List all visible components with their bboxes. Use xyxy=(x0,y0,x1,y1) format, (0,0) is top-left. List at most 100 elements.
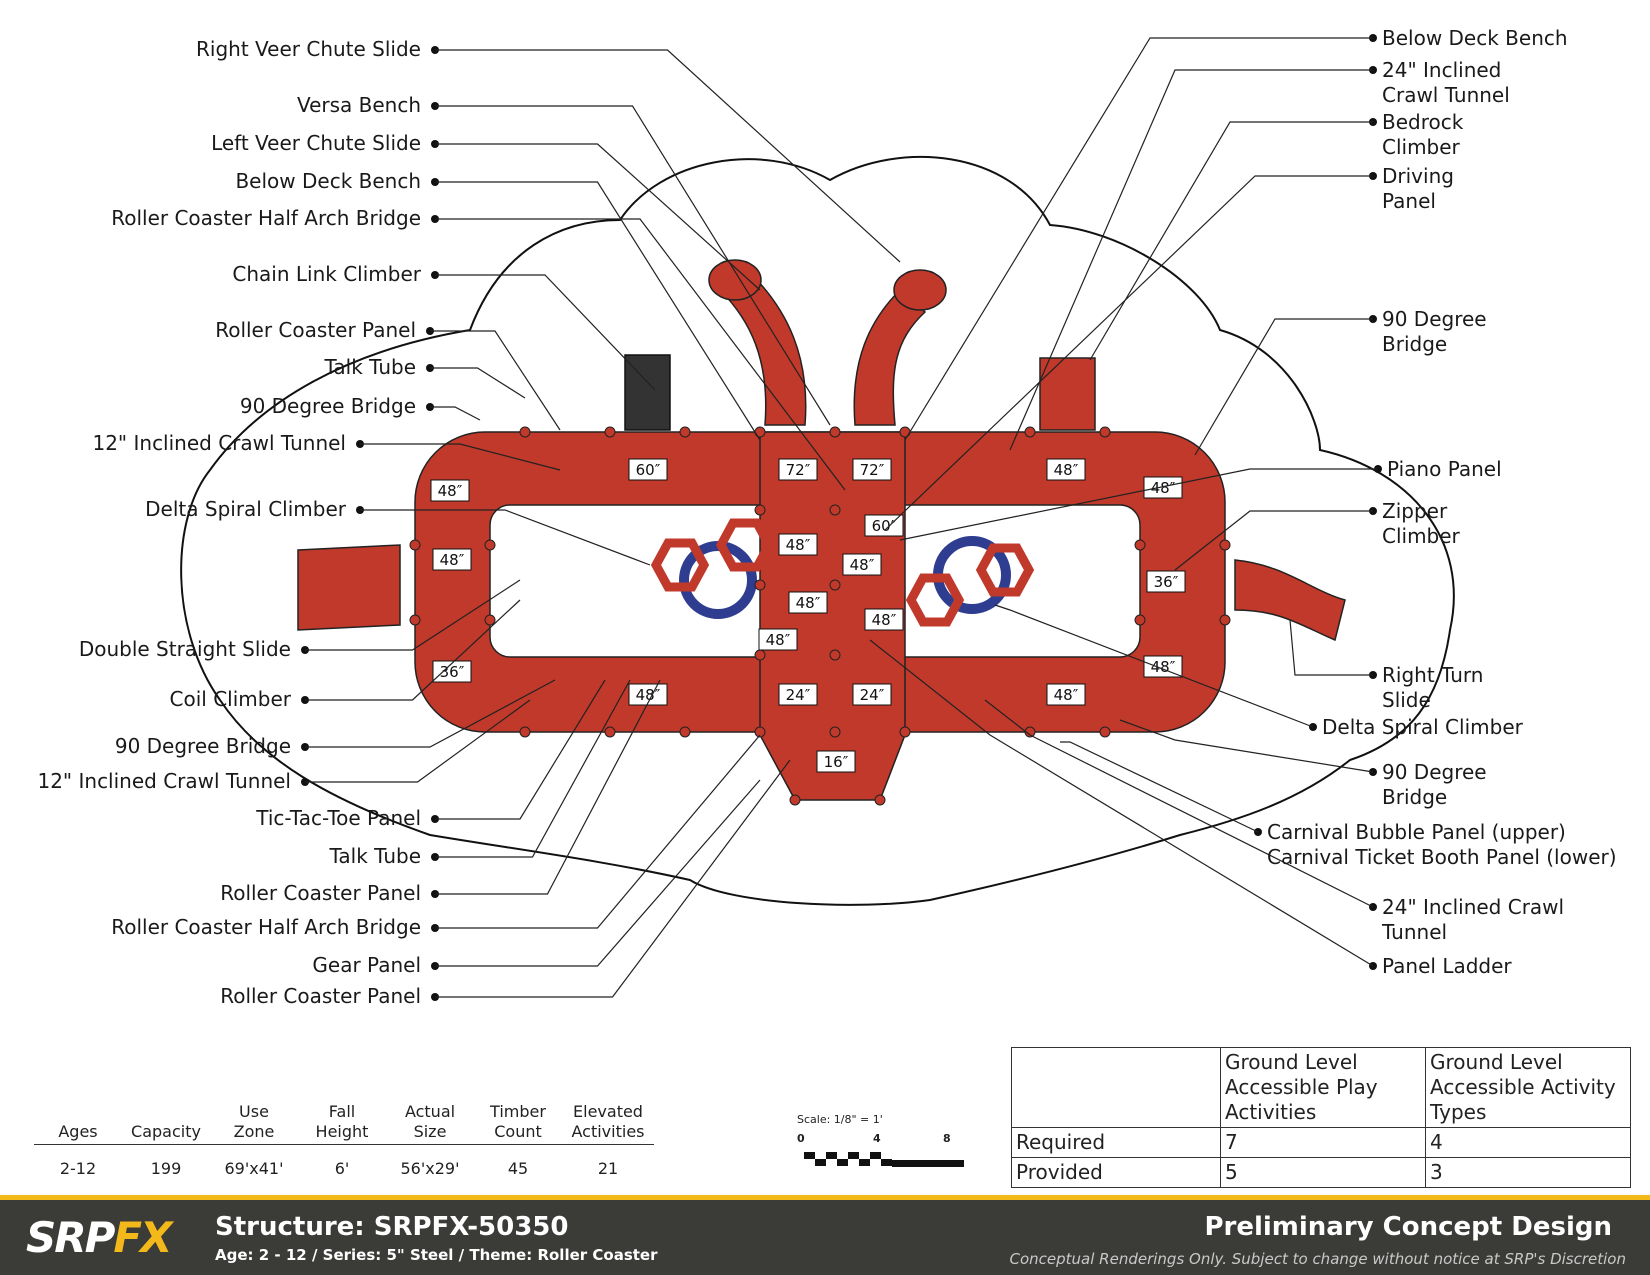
deck-height-tag: 36″ xyxy=(1146,570,1186,593)
support-post xyxy=(519,426,531,438)
deck-height-tag: 24″ xyxy=(778,683,818,706)
col2-line: Types xyxy=(1430,1100,1487,1124)
callout-label-right: Delta Spiral Climber xyxy=(1322,715,1524,739)
deck-height-tag: 60″ xyxy=(864,514,904,537)
right-turn-slide xyxy=(1234,559,1346,642)
bedrock-climber xyxy=(1039,357,1096,431)
deck-height-text: 36″ xyxy=(440,663,465,681)
callout-label-right: Piano Panel xyxy=(1387,457,1502,481)
scale-segment xyxy=(826,1152,837,1159)
deck-height-text: 48″ xyxy=(1151,658,1176,676)
support-post xyxy=(829,579,841,591)
leader-line xyxy=(430,330,561,431)
leader-line xyxy=(1009,69,1373,451)
callout-label-left: Roller Coaster Half Arch Bridge xyxy=(111,206,421,230)
design-status: Preliminary Concept Design xyxy=(1204,1212,1612,1242)
leader-line xyxy=(435,759,791,998)
spec-header-line: Zone xyxy=(233,1122,275,1141)
row-value: 7 xyxy=(1220,1127,1426,1158)
spec-header-line: Activities xyxy=(571,1122,645,1141)
deck-height-text: 48″ xyxy=(440,551,465,569)
support-post xyxy=(484,614,496,626)
slide-exit xyxy=(708,259,762,301)
deck-height-text: 48″ xyxy=(438,482,463,500)
col1-line: Activities xyxy=(1225,1100,1317,1124)
slide-exit xyxy=(893,269,947,311)
spec-header-line: Timber xyxy=(490,1102,546,1121)
accessibility-table: Ground Level Accessible Play Activities … xyxy=(1011,1047,1631,1188)
callout-line: Carnival Ticket Booth Panel (lower) xyxy=(1267,845,1617,869)
support-post xyxy=(754,504,766,516)
support-post xyxy=(519,726,531,738)
deck-height-tag: 48″ xyxy=(864,608,904,631)
leader-line xyxy=(435,679,631,858)
coil-climber-ring xyxy=(715,518,775,572)
support-post xyxy=(604,726,616,738)
support-post xyxy=(1024,726,1036,738)
spec-value: 199 xyxy=(150,1159,182,1178)
use-zone-outline xyxy=(180,155,1455,906)
spec-header-line: Elevated xyxy=(573,1102,643,1121)
scale-segment xyxy=(815,1159,826,1166)
support-post xyxy=(604,426,616,438)
callout-line: 90 Degree xyxy=(1382,307,1487,331)
deck-height-tag: 16″ xyxy=(816,750,856,773)
callout-line: Right Turn xyxy=(1382,663,1483,687)
leader-line xyxy=(305,679,556,748)
row-value: 5 xyxy=(1220,1157,1426,1188)
callout-label-left: 12" Inclined Crawl Tunnel xyxy=(92,431,346,455)
callout-line: Below Deck Bench xyxy=(1382,26,1568,50)
callout-label-left: Below Deck Bench xyxy=(235,169,421,193)
coil-climber-ring xyxy=(905,573,965,627)
callout-line: 90 Degree xyxy=(1382,760,1487,784)
leader-line xyxy=(1289,619,1373,676)
deck-height-text: 16″ xyxy=(824,753,849,771)
deck-height-tag: 48″ xyxy=(758,628,798,651)
support-post xyxy=(1134,539,1146,551)
deck-height-tag: 36″ xyxy=(432,660,472,683)
spec-header: Capacity xyxy=(122,1100,210,1142)
callout-label-left: Talk Tube xyxy=(323,355,416,379)
support-post xyxy=(899,726,911,738)
leader-line xyxy=(305,579,521,651)
leader-line xyxy=(430,406,481,421)
support-post xyxy=(484,539,496,551)
spec-header-line: Size xyxy=(413,1122,447,1141)
callout-label-left: Right Veer Chute Slide xyxy=(196,37,421,61)
disclaimer: Conceptual Renderings Only. Subject to c… xyxy=(1009,1250,1626,1268)
deck-height-tag: 24″ xyxy=(852,683,892,706)
spec-value: 2-12 xyxy=(59,1159,97,1178)
callout-line: Driving xyxy=(1382,164,1454,188)
deck-height-tag: 48″ xyxy=(778,533,818,556)
support-post xyxy=(1099,426,1111,438)
callout-line: Piano Panel xyxy=(1387,457,1502,481)
accessibility-col1-header: Ground Level Accessible Play Activities xyxy=(1220,1047,1426,1128)
chain-link-climber xyxy=(624,354,671,431)
callout-label-left: Versa Bench xyxy=(297,93,421,117)
row-label: Provided xyxy=(1011,1157,1221,1188)
col2-line: Accessible Activity xyxy=(1430,1075,1616,1099)
deck-height-tag: 72″ xyxy=(778,458,818,481)
deck-height-text: 60″ xyxy=(636,461,661,479)
callout-line: 24" Inclined Crawl xyxy=(1382,895,1564,919)
leader-line xyxy=(435,181,761,441)
support-post xyxy=(409,539,421,551)
leader-line xyxy=(899,468,1378,541)
deck-height-tag: 60″ xyxy=(628,458,668,481)
callout-label-left: Double Straight Slide xyxy=(79,637,291,661)
support-post xyxy=(1219,614,1231,626)
callout-line: Bedrock xyxy=(1382,110,1464,134)
callout-line: Carnival Bubble Panel (upper) xyxy=(1267,820,1566,844)
deck-height-text: 48″ xyxy=(872,611,897,629)
deck-height-tag: 48″ xyxy=(1143,476,1183,499)
callout-label-left: Roller Coaster Panel xyxy=(220,881,421,905)
deck-height-tag: 72″ xyxy=(852,458,892,481)
